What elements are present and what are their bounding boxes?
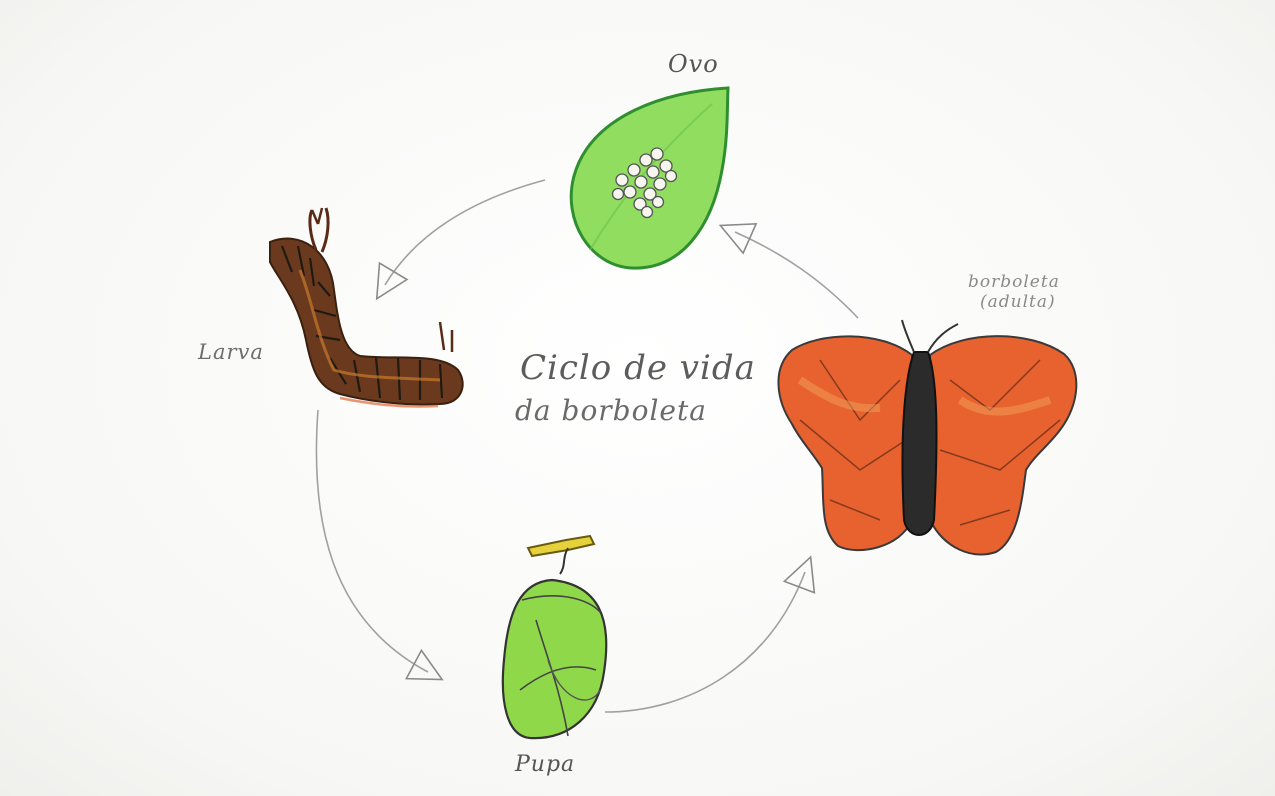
- stage-label-adult-line1: borboleta: [968, 272, 1060, 292]
- stage-label-adult-line2: (adulta): [968, 292, 1060, 312]
- caterpillar-icon: [270, 208, 463, 407]
- butterfly-icon: [778, 320, 1076, 554]
- egg-leaf-icon: [571, 88, 728, 268]
- arrow-larva-to-pupa: [316, 410, 428, 672]
- chrysalis-icon: [503, 536, 606, 738]
- stage-label-pupa: Pupa: [515, 752, 575, 777]
- arrow-pupa-to-butterfly: [605, 572, 805, 712]
- stage-label-egg: Ovo: [668, 50, 719, 78]
- arrow-butterfly-to-egg: [735, 232, 858, 318]
- stage-label-adult: borboleta (adulta): [968, 272, 1060, 312]
- diagram-title-line2: da borboleta: [515, 394, 707, 427]
- diagram-title-line1: Ciclo de vida: [520, 348, 756, 388]
- arrow-egg-to-larva: [385, 180, 545, 285]
- stage-label-larva: Larva: [198, 340, 264, 364]
